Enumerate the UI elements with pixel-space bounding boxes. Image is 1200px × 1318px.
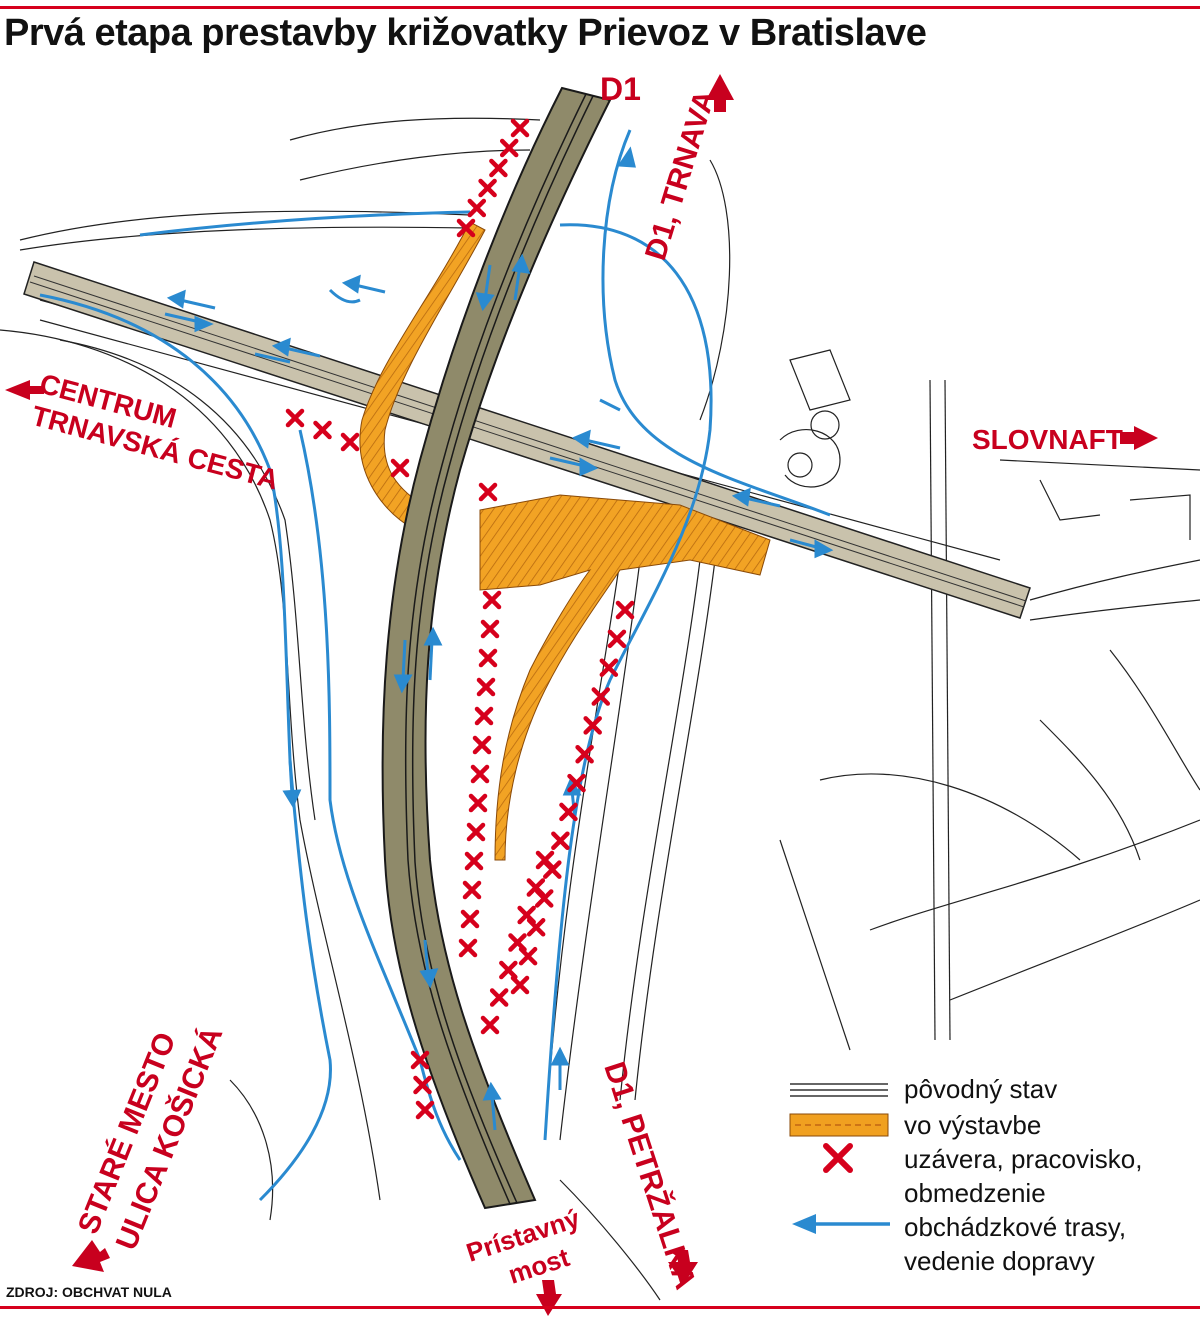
closure-x-mark (615, 600, 635, 620)
closure-x-mark (567, 773, 586, 793)
closure-x-mark (468, 793, 488, 813)
closure-x-mark (476, 677, 496, 697)
label-d1-petrzalka: D1, PETRŽALKA (597, 1058, 702, 1294)
page-title: Prvá etapa prestavby križovatky Prievoz … (4, 12, 927, 54)
closure-x-mark (517, 905, 536, 925)
legend-detour-label-2: vedenie dopravy (904, 1246, 1095, 1276)
closure-x-mark (508, 933, 527, 952)
closure-x-mark (415, 1100, 435, 1120)
label-d1-trnava: D1, TRNAVA (639, 87, 722, 265)
closure-x-mark (559, 802, 578, 822)
closure-x-mark (551, 831, 570, 851)
closure-x-mark (413, 1075, 432, 1095)
closure-x-mark (285, 408, 305, 428)
bottom-rule (0, 1306, 1200, 1309)
legend-symbols (789, 1083, 890, 1234)
closure-x-mark (489, 988, 509, 1007)
horizontal-bridge (23, 261, 1031, 619)
closure-x-mark (478, 482, 498, 502)
closure-x-mark (499, 960, 518, 980)
closure-x-mark (478, 178, 497, 198)
closure-x-mark (607, 629, 627, 649)
closure-x-mark (460, 909, 480, 929)
closure-x-mark (535, 850, 555, 870)
closure-x-mark (313, 420, 332, 440)
legend-arrow-icon (792, 1214, 890, 1234)
closure-x-mark (480, 1015, 500, 1035)
closure-x-mark (583, 716, 602, 735)
detour-arrows (164, 146, 834, 1131)
label-slovnaft: SLOVNAFT (972, 424, 1123, 455)
legend-detour-label: obchádzkové trasy, (904, 1212, 1127, 1242)
closure-x-mark (474, 706, 494, 726)
legend-construction-icon (789, 1113, 889, 1137)
legend-closure-label-2: obmedzenie (904, 1178, 1046, 1208)
closure-x-mark (518, 946, 538, 966)
closure-x-mark (510, 118, 530, 138)
closure-x-mark (464, 851, 484, 871)
closure-x-mark (480, 619, 500, 639)
closure-x-mark (482, 590, 502, 610)
closure-x-mark (410, 1050, 430, 1070)
destination-arrows (5, 74, 1158, 1316)
legend-closure-label: uzávera, pracovisko, (904, 1144, 1143, 1174)
closure-x-mark (466, 822, 486, 842)
closure-x-mark (599, 658, 619, 677)
closure-x-mark (489, 158, 508, 178)
closure-x-mark (499, 138, 519, 158)
closure-x-mark (390, 458, 410, 478)
closure-x-mark (472, 735, 492, 755)
top-rule (0, 6, 1200, 9)
legend-original-icon (790, 1083, 888, 1097)
closure-x-mark (467, 198, 487, 218)
legend-x-icon (823, 1143, 853, 1173)
closure-x-mark (458, 938, 478, 958)
closure-x-mark (478, 648, 498, 668)
closure-x-mark (575, 744, 594, 764)
legend-original-label: pôvodný stav (904, 1074, 1058, 1104)
closure-x-mark (510, 975, 530, 995)
closure-x-mark (340, 432, 360, 452)
legend-construction-label: vo výstavbe (904, 1110, 1042, 1140)
source-note: ZDROJ: OBCHVAT NULA (6, 1284, 172, 1300)
closure-x-mark (456, 218, 476, 238)
closure-x-mark (470, 764, 490, 784)
closure-x-mark (462, 880, 482, 900)
closure-x-mark (526, 878, 546, 897)
closure-x-mark (591, 687, 611, 706)
closure-marks (285, 118, 635, 1120)
label-d1: D1 (600, 71, 641, 107)
background-streets (0, 117, 1200, 1301)
d1-motorway (381, 86, 612, 1210)
